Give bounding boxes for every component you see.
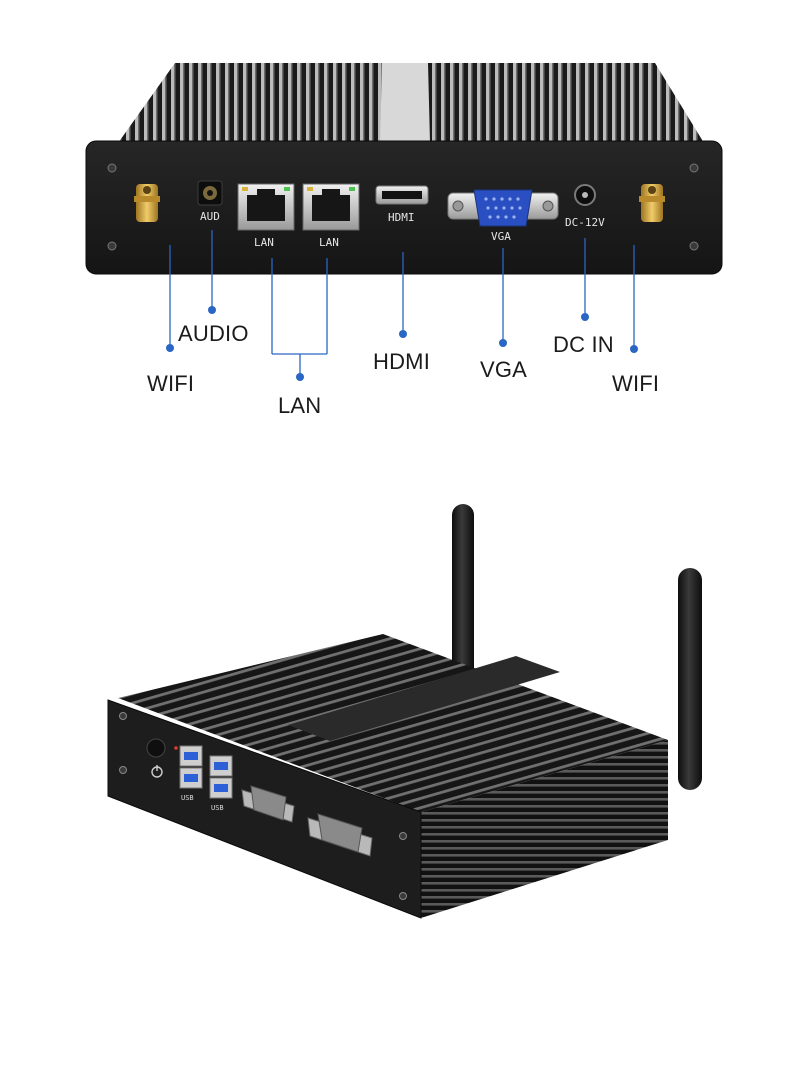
wifi-connector-left xyxy=(134,184,160,222)
callout-wifi-right: WIFI xyxy=(612,371,660,396)
callout-vga: VGA xyxy=(480,357,528,382)
audio-jack xyxy=(197,180,223,206)
dc-port-label: DC-12V xyxy=(565,216,605,229)
usb-stack-1 xyxy=(179,745,203,789)
usb1-label: USB xyxy=(181,794,194,802)
callout-dc-in: DC IN xyxy=(553,332,614,357)
wifi-connector-right xyxy=(639,184,665,222)
callout-dots xyxy=(166,306,638,381)
lan-port-1 xyxy=(237,183,295,231)
iso-heatsink-band xyxy=(288,656,560,741)
callout-audio: AUDIO xyxy=(178,321,249,346)
iso-heatsink-side xyxy=(421,740,668,918)
rear-view-device: AUD LAN LAN HDMI xyxy=(85,63,723,381)
hdmi-port xyxy=(375,185,429,205)
antenna-right xyxy=(678,568,702,790)
com-port-2 xyxy=(307,813,373,857)
rear-panel xyxy=(85,140,723,275)
callout-wifi-left: WIFI xyxy=(147,371,195,396)
callout-lines xyxy=(169,230,635,376)
lan2-label: LAN xyxy=(319,236,339,249)
led-indicator xyxy=(174,746,178,750)
lan1-label: LAN xyxy=(254,236,274,249)
vga-port xyxy=(447,189,559,227)
callout-hdmi: HDMI xyxy=(373,349,431,374)
usb2-label: USB xyxy=(211,804,224,812)
lan-port-2 xyxy=(302,183,360,231)
callout-lan: LAN xyxy=(278,393,322,418)
power-button-icon xyxy=(146,738,166,778)
heatsink-center-band xyxy=(380,63,430,143)
antenna-left xyxy=(452,504,474,684)
hdmi-port-label: HDMI xyxy=(388,211,415,224)
usb-stack-2 xyxy=(209,755,233,799)
screw-icon xyxy=(119,712,407,900)
screw-icon xyxy=(107,163,699,251)
dc-jack xyxy=(574,184,596,206)
com-port-1 xyxy=(241,785,295,823)
aud-label: AUD xyxy=(200,210,220,223)
iso-view-device: USB USB xyxy=(107,504,702,919)
iso-heatsink-top xyxy=(118,634,668,812)
vga-port-label: VGA xyxy=(491,230,511,243)
